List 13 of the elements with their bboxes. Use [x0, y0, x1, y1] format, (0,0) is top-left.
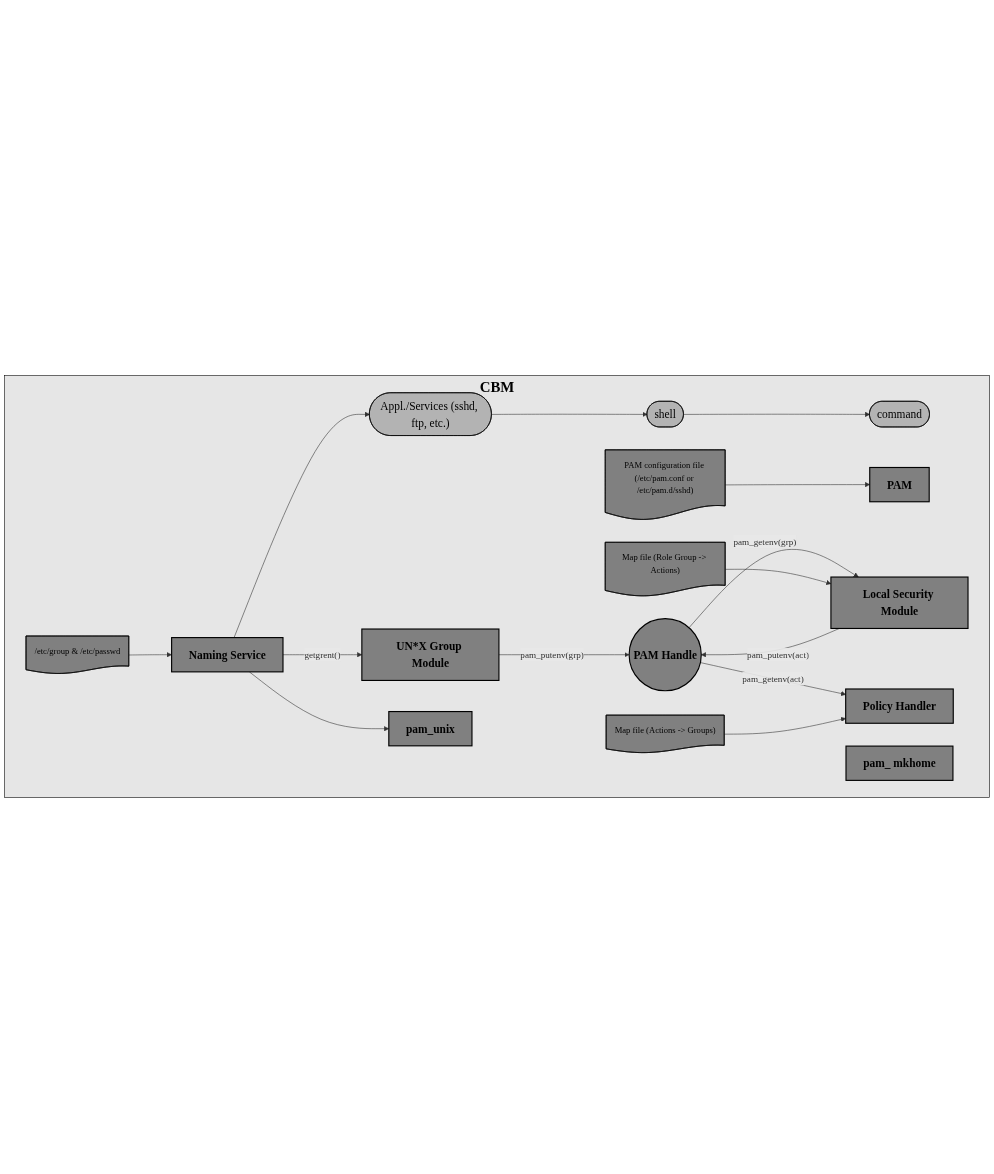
- edge-label: getgrent(): [304, 650, 341, 660]
- edge-label: pam_putenv(act): [747, 650, 809, 660]
- node-box: UN*X Group Module: [361, 628, 500, 682]
- node-circle: PAM Handle: [628, 618, 702, 692]
- node-box: pam_unix: [388, 711, 473, 747]
- node-box: Policy Handler: [845, 688, 954, 725]
- edge-label: pam_getenv(grp): [733, 537, 797, 547]
- edge-label: pam_putenv(grp): [520, 650, 584, 660]
- node-box: pam_ mkhome: [845, 746, 954, 782]
- node-box: Naming Service: [171, 637, 284, 673]
- edge-label: pam_getenv(act): [742, 674, 804, 684]
- node-box: PAM: [869, 467, 930, 503]
- node-box: Local Security Module: [830, 576, 969, 630]
